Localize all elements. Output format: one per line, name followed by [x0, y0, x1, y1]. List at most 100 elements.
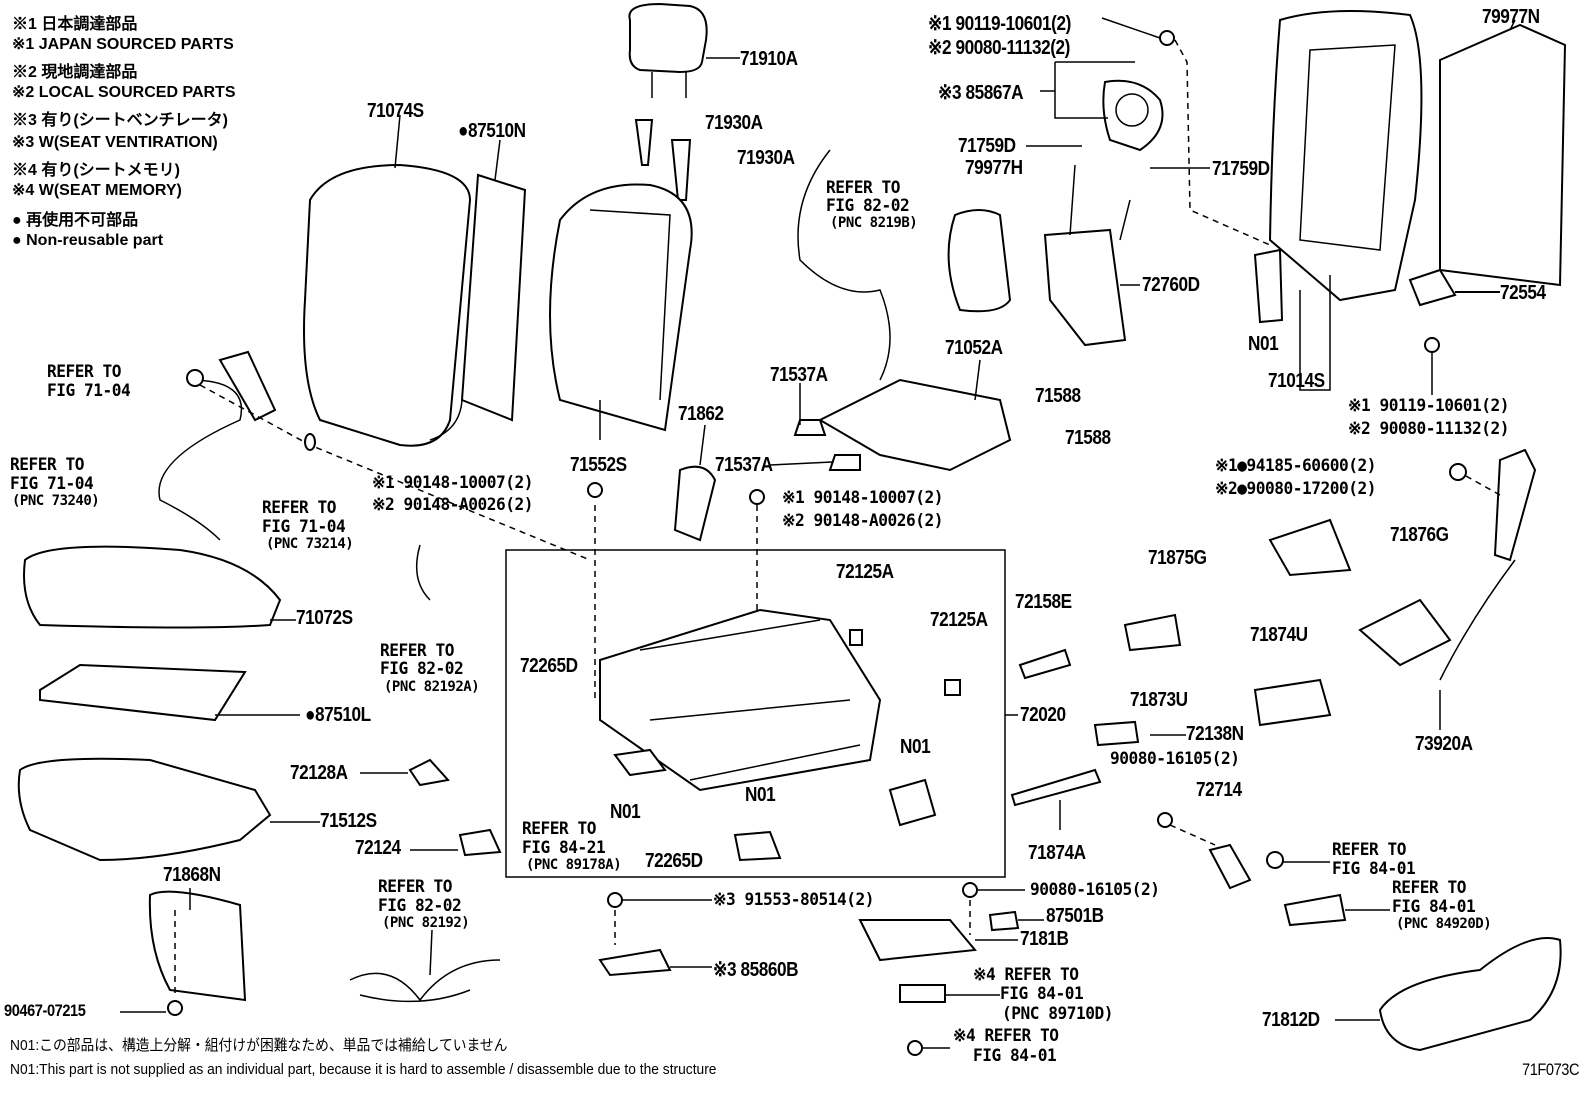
part-label: ※3 91553-80514(2)	[713, 890, 875, 910]
legend-item: ※2 現地調達部品	[12, 64, 138, 81]
refer-label: (PNC 84920D)	[1396, 916, 1492, 932]
heater-87510L	[39, 663, 247, 722]
part-label: ●87510L	[305, 704, 371, 726]
refer-label: FIG 71-04	[262, 517, 346, 537]
refer-label: FIG 82-02	[380, 659, 464, 679]
part-label: 72158E	[1015, 591, 1072, 613]
part-label: 72265D	[520, 655, 578, 677]
part-label: 71512S	[320, 810, 377, 832]
part-label: 72125A	[836, 561, 894, 583]
part-label: 71873U	[1130, 689, 1188, 711]
seatback-pad-part	[460, 173, 527, 422]
cushion-cover-71072S	[23, 545, 282, 629]
grommet-part	[186, 369, 204, 387]
part-label: 71875G	[1148, 547, 1207, 569]
part-label: 71537A	[770, 364, 828, 386]
part-label: 71588	[1065, 427, 1111, 449]
part-label: ※2●90080-17200(2)	[1215, 479, 1377, 499]
legend-item: ※1 JAPAN SOURCED PARTS	[12, 36, 234, 53]
part-72128A	[408, 758, 450, 787]
part-label: 71910A	[740, 48, 798, 70]
legend-item: ※4 W(SEAT MEMORY)	[12, 182, 182, 199]
motor-N01-c	[888, 778, 937, 827]
part-label: 79977N	[1482, 6, 1540, 28]
part-label: ※1 90148-10007(2)	[372, 473, 534, 493]
part-85860B	[598, 948, 672, 977]
part-label: ※1●94185-60600(2)	[1215, 456, 1377, 476]
side-cover-71812D	[1378, 937, 1562, 1052]
part-label: ※1 90119-10601(2)	[928, 13, 1071, 35]
refer-label: REFER TO	[380, 641, 454, 661]
part-label: ※2 90080-11132(2)	[1348, 419, 1510, 439]
part-label: 71552S	[570, 454, 627, 476]
ecu-89710D	[899, 984, 946, 1003]
ventilation-fan-part	[1102, 79, 1164, 152]
part-label: 71930A	[737, 147, 795, 169]
cover-71868N	[148, 890, 247, 1002]
part-label: ※1 90119-10601(2)	[1348, 396, 1510, 416]
part-71874U	[1253, 678, 1332, 727]
motor-N01-a	[613, 748, 667, 777]
refer-label: REFER TO	[1332, 840, 1406, 860]
part-72158E	[1018, 648, 1072, 680]
cable-73920A	[1493, 448, 1537, 562]
part-label: ※2 90148-A0026(2)	[372, 495, 534, 515]
part-label: ※3 85860B	[713, 959, 799, 981]
pad-79977H	[947, 209, 1012, 313]
refer-label: FIG 84-01	[1000, 984, 1084, 1004]
part-87501B	[988, 910, 1020, 932]
legend-item: ※4 有り(シートメモリ)	[12, 162, 181, 179]
refer-label: FIG 84-21	[522, 838, 606, 858]
rail-71874A	[1010, 768, 1102, 807]
legend-item: ※1 日本調達部品	[12, 16, 138, 33]
part-71876G	[1358, 598, 1452, 667]
refer-label: REFER TO	[1392, 878, 1466, 898]
part-label: 71072S	[296, 607, 353, 629]
refer-label: (PNC 8219B)	[830, 215, 918, 231]
cover-71862	[673, 465, 717, 542]
refer-label: (PNC 82192)	[382, 915, 470, 931]
refer-label: REFER TO	[262, 498, 336, 518]
refer-label: FIG 84-01	[1392, 897, 1476, 917]
part-label: 71588	[1035, 385, 1081, 407]
part-label: ※2 90148-A0026(2)	[782, 511, 944, 531]
part-72554	[1408, 268, 1500, 307]
part-label: 71759D	[1212, 158, 1270, 180]
refer-label: (PNC 82192A)	[384, 679, 480, 695]
headrest-part	[628, 2, 708, 74]
refer-label: (PNC 89710D)	[1002, 1004, 1113, 1024]
part-label: N01	[900, 736, 931, 758]
legend-item: ● Non-reusable part	[12, 232, 164, 249]
seatback-cover-part	[303, 163, 472, 447]
part-label: 72020	[1020, 704, 1066, 726]
part-label: 71014S	[1268, 370, 1325, 392]
part-label: 87501B	[1046, 905, 1104, 927]
refer-label: FIG 82-02	[378, 896, 462, 916]
figure-code: 71F073C	[1522, 1060, 1580, 1079]
refer-label: REFER TO	[826, 178, 900, 198]
part-label: N01	[745, 784, 776, 806]
actuator-part	[1253, 248, 1284, 324]
part-label: 90080-16105(2)	[1030, 880, 1160, 900]
part-7181B	[858, 919, 977, 962]
part-label: 71868N	[163, 864, 221, 886]
belt-buckle-part	[218, 350, 277, 422]
harness-part	[797, 149, 891, 381]
lumbar-support-part	[1043, 228, 1127, 347]
cushion-pad-71512S	[17, 757, 272, 862]
part-label: N01	[610, 801, 641, 823]
refer-label: REFER TO	[47, 362, 121, 382]
part-72138N	[1093, 720, 1140, 747]
refer-label: ※4 REFER TO	[973, 965, 1079, 985]
part-label: 71537A	[715, 454, 773, 476]
part-label: ※1 90148-10007(2)	[782, 488, 944, 508]
refer-label: REFER TO	[378, 877, 452, 897]
part-label: 71874A	[1028, 842, 1086, 864]
legend-item: ※2 LOCAL SOURCED PARTS	[12, 84, 236, 101]
refer-label: FIG 71-04	[10, 474, 94, 494]
motor-N01-b	[733, 830, 782, 862]
refer-label: (PNC 73214)	[266, 536, 354, 552]
legend-item: ※3 W(SEAT VENTIRATION)	[12, 134, 218, 151]
part-label: 72714	[1196, 779, 1242, 801]
